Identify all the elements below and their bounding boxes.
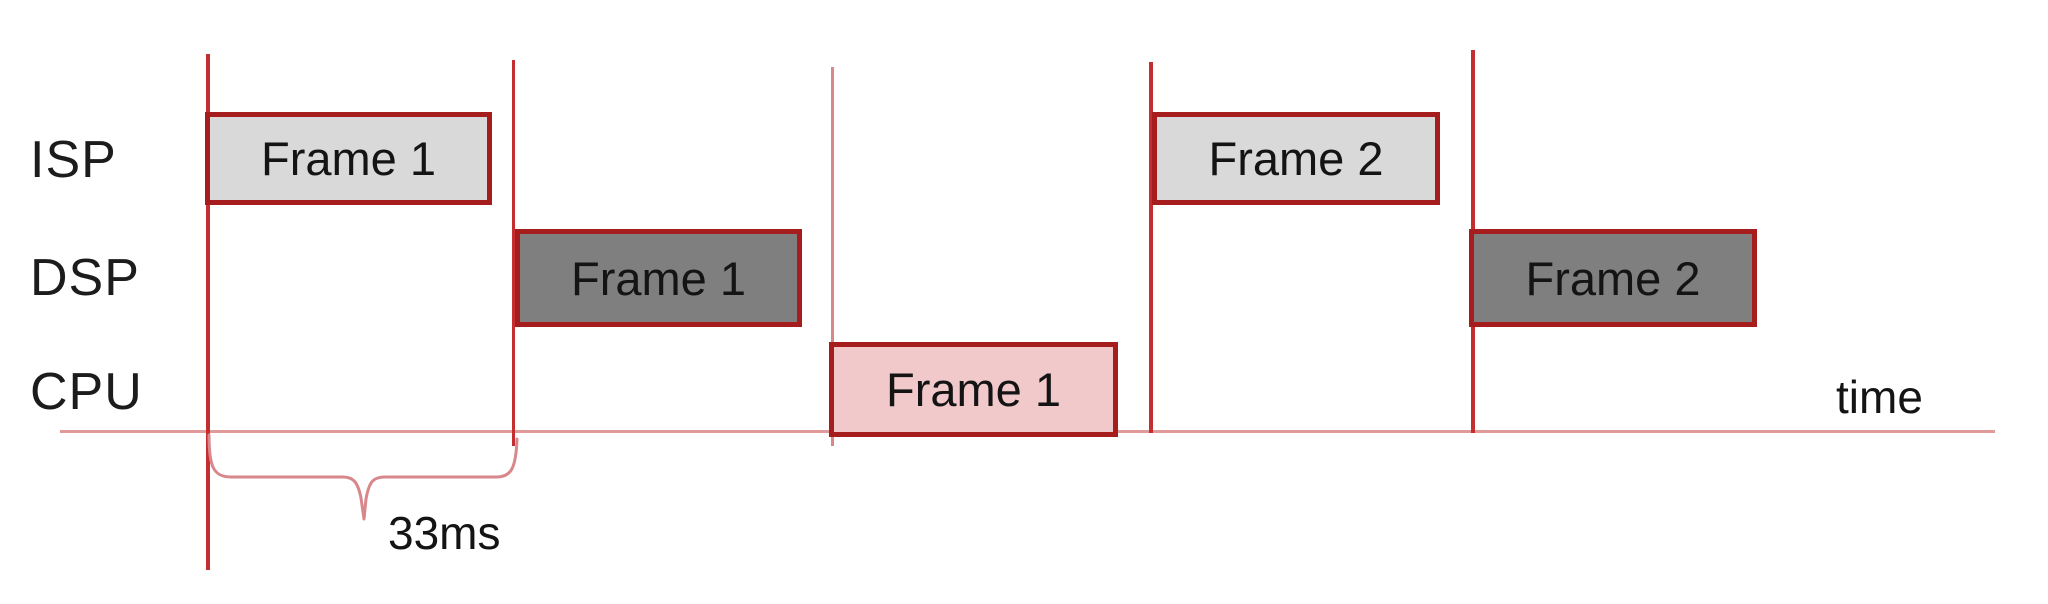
cpu-frame-1-box: Frame 1 [829,342,1118,437]
dsp-frame-2-box: Frame 2 [1469,229,1757,327]
frame-boundary-line-3 [831,67,834,446]
dsp-frame-1-label: Frame 1 [571,251,746,305]
isp-frame-1-label: Frame 1 [261,132,436,185]
isp-frame-2-box: Frame 2 [1152,112,1440,205]
row-label-dsp: DSP [30,249,140,307]
cpu-frame-1-label: Frame 1 [886,363,1061,416]
row-label-cpu: CPU [30,363,143,421]
isp-frame-1-box: Frame 1 [205,112,492,205]
isp-frame-2-label: Frame 2 [1208,132,1384,185]
frame-boundary-line-2 [512,60,515,446]
time-axis-label: time [1836,371,1923,423]
frame-boundary-line-1 [206,54,210,570]
interval-duration-label: 33ms [388,507,501,559]
row-label-isp: ISP [30,131,117,189]
dsp-frame-1-box: Frame 1 [515,229,802,327]
dsp-frame-2-label: Frame 2 [1525,251,1701,305]
frame-boundary-line-4 [1149,62,1153,433]
